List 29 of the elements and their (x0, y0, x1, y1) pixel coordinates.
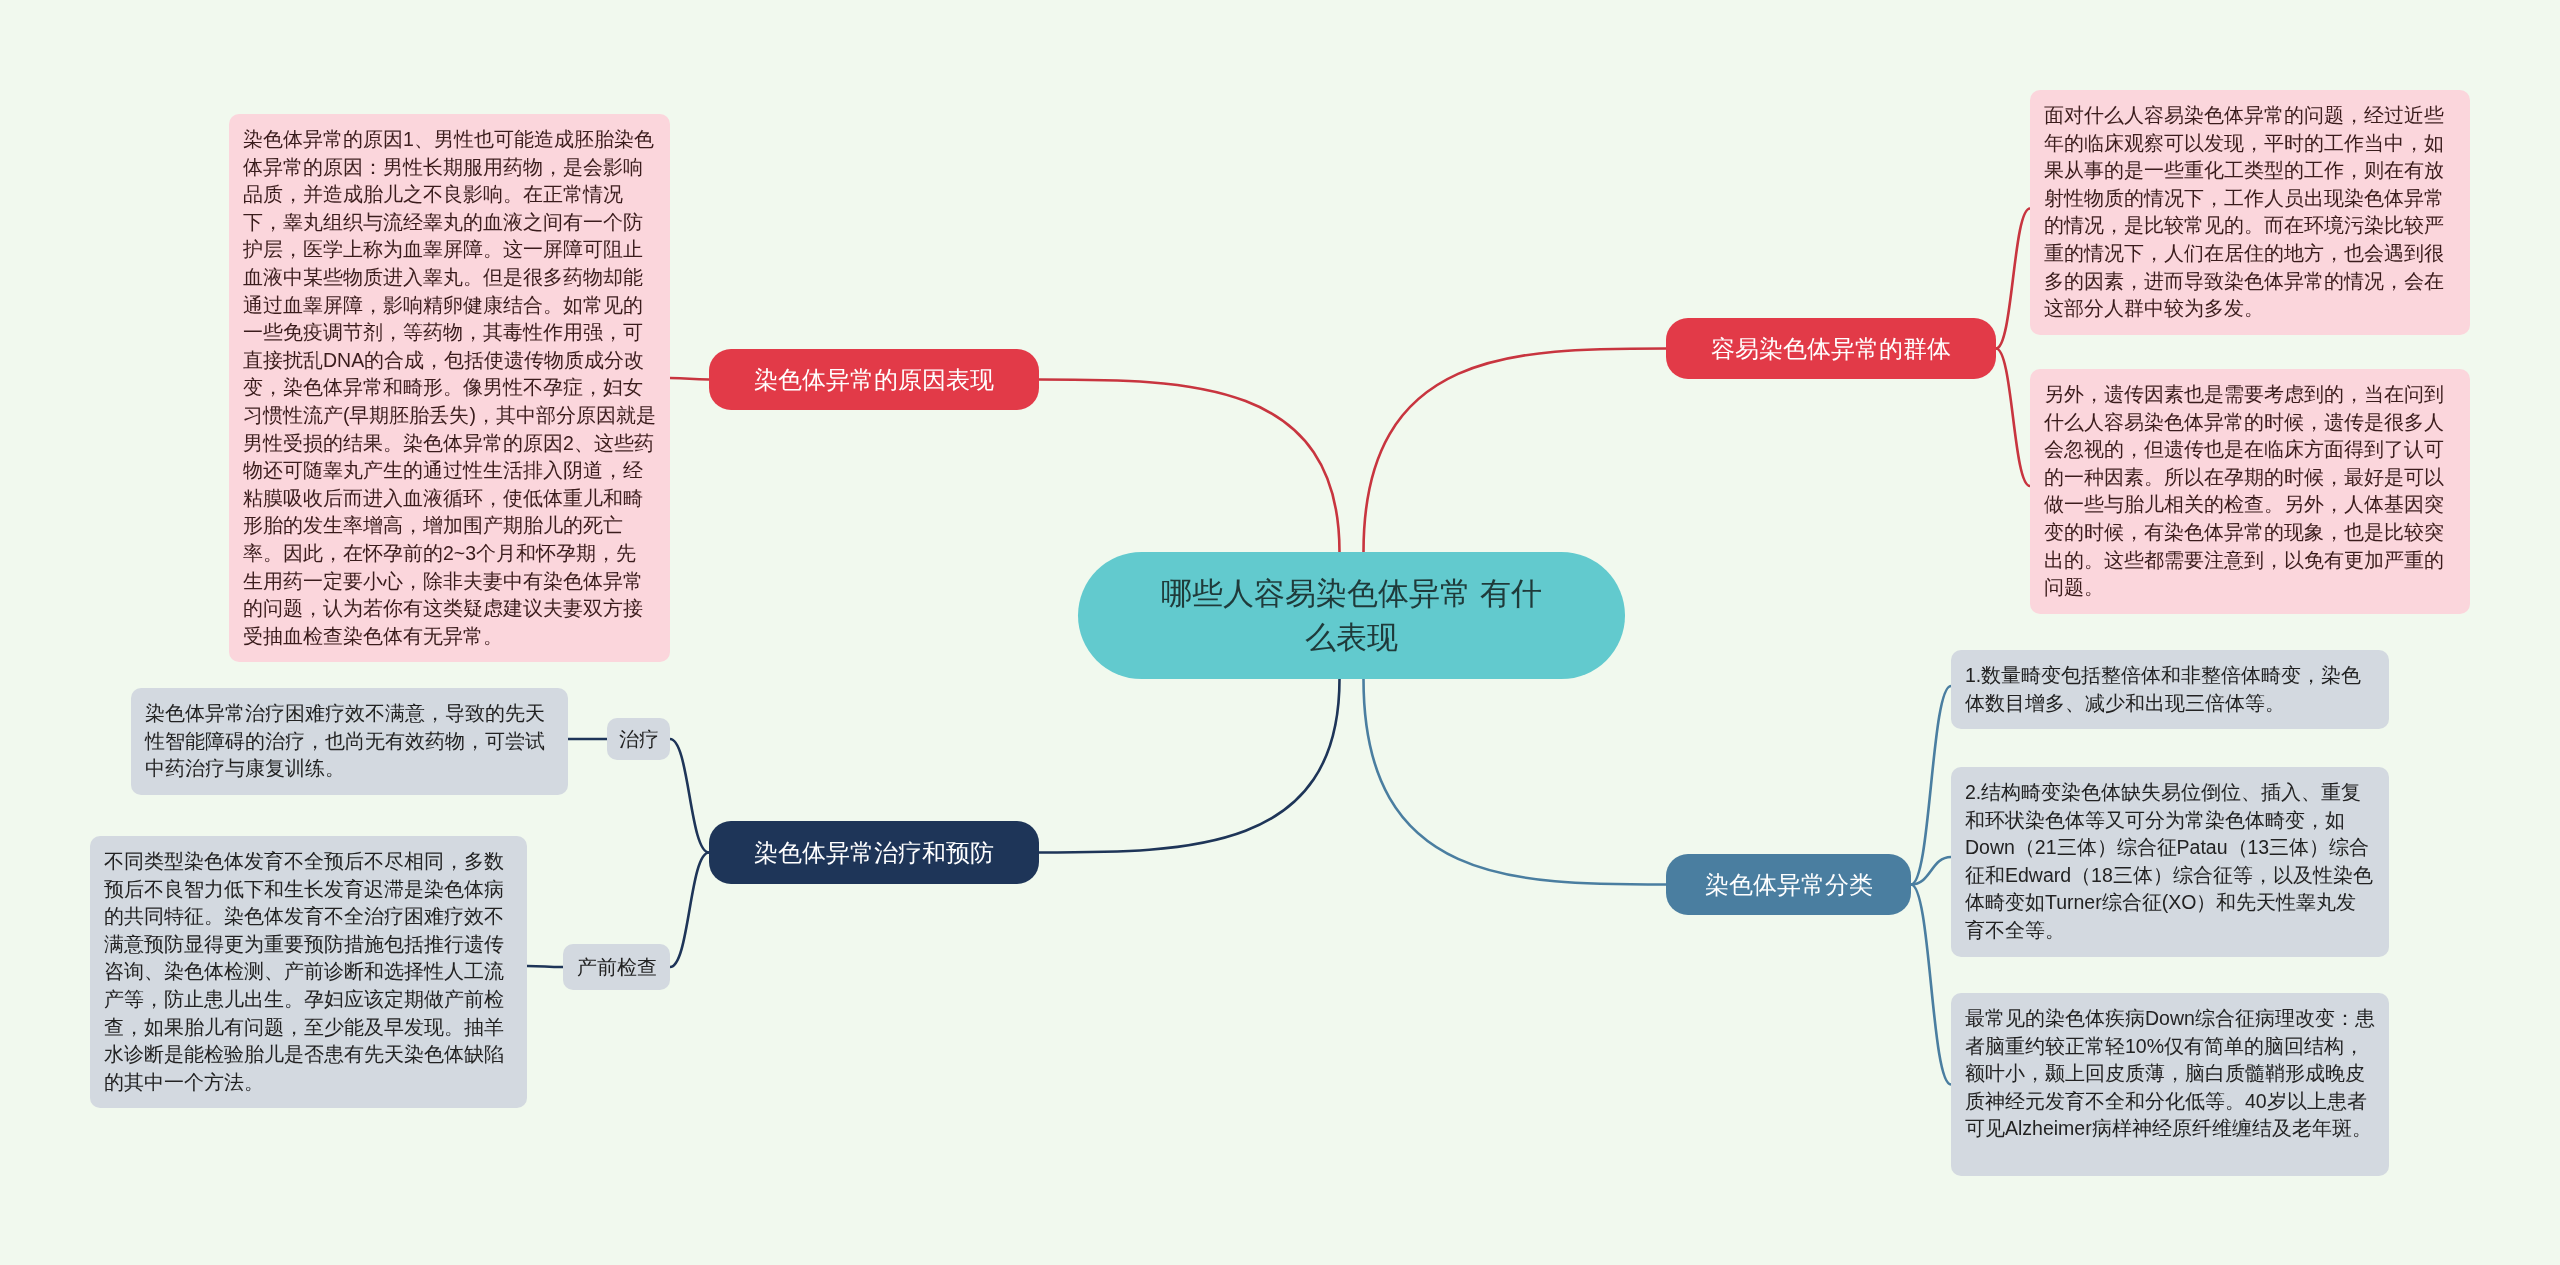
connector-line (670, 376, 709, 381)
connector-line (1039, 378, 1341, 553)
connector-line (1039, 678, 1341, 854)
connector-line (1362, 678, 1666, 886)
note-box: 另外，遗传因素也是需要考虑到的，当在问到什么人容易染色体异常的时候，遗传是很多人会忽视的，但遗传也是在临床方面得到了认可的一种因素。所以在孕期的时候，最好是可以做一些与胎儿相关的检查。另外，人体基因突变的时候，有染色体异常的现象，也是比较突出的。这些都需要注意到，以免有更加严重的问题。 (2030, 369, 2470, 614)
note-box: 最常见的染色体疾病Down综合征病理改变：患者脑重约较正常轻10%仅有简单的脑回结构，额叶小，颞上回皮质薄，脑白质髓鞘形成晚皮质神经元发育不全和分化低等。40岁以上患者可见Alzheimer病样神经原纤维缠结及老年斑。 (1951, 993, 2389, 1176)
subtopic-box: 治疗 (607, 718, 670, 760)
note-box: 不同类型染色体发育不全预后不尽相同，多数预后不良智力低下和生长发育迟滞是染色体病的共同特征。染色体发育不全治疗困难疗效不满意预防显得更为重要预防措施包括推行遗传咨询、染色体检测、产前诊断和选择性人工流产等，防止患儿出生。孕妇应该定期做产前检查，如果胎儿有问题，至少能及早发现。抽羊水诊断是能检验胎儿是否患有先天染色体缺陷的其中一个方法。 (90, 836, 527, 1109)
connector-line (1995, 207, 2031, 350)
connector-line (568, 737, 607, 741)
branch-topic: 容易染色体异常的群体 (1666, 318, 1996, 379)
connector-line (1362, 347, 1666, 553)
connector-line (1995, 347, 2031, 488)
note-box: 2.结构畸变染色体缺失易位倒位、插入、重复和环状染色体等又可分为常染色体畸变，如Down（21三体）综合征Patau（13三体）综合征和Edward（18三体）综合征等，以及性染色体畸变如Turner综合征(XO）和先天性睾丸发育不全等。 (1951, 767, 2389, 957)
note-box: 染色体异常治疗困难疗效不满意，导致的先天性智能障碍的治疗，也尚无有效药物，可尝试中药治疗与康复训练。 (131, 688, 568, 795)
connector-line (1910, 883, 1952, 1086)
note-box: 面对什么人容易染色体异常的问题，经过近些年的临床观察可以发现，平时的工作当中，如果从事的是一些重化工类型的工作，则在有放射性物质的情况下，工作人员出现染色体异常的情况，是比较常见的。而在环境污染比较严重的情况下，人们在居住的地方，也会遇到很多的因素，进而导致染色体异常的情况，会在这部分人群中较为多发。 (2030, 90, 2470, 335)
connector-line (669, 737, 710, 854)
connector-line (527, 964, 563, 969)
note-box: 染色体异常的原因1、男性也可能造成胚胎染色体异常的原因：男性长期服用药物，是会影响品质，并造成胎儿之不良影响。在正常情况下，睾丸组织与流经睾丸的血液之间有一个防护层，医学上称为血睾屏障。这一屏障可阻止血液中某些物质进入睾丸。但是很多药物却能通过血睾屏障，影响精卵健康结合。如常见的一些免疫调节剂，等药物，其毒性作用强，可直接扰乱DNA的合成，包括使遗传物质成分改变，染色体异常和畸形。像男性不孕症，妇女习惯性流产(早期胚胎丢失)，其中部分原因就是男性受损的结果。染色体异常的原因2、这些药物还可随睾丸产生的通过性生活排入阴道，经粘膜吸收后而进入血液循环，使低体重儿和畸形胎的发生率增高，增加围产期胎儿的死亡率。因此，在怀孕前的2~3个月和怀孕期，先生用药一定要小心，除非夫妻中有染色体异常的问题，认为若你有这类疑虑建议夫妻双方接受抽血检查染色体有无异常。 (229, 114, 670, 663)
subtopic-box: 产前检查 (563, 944, 670, 990)
connector-line (1910, 855, 1952, 886)
connector-line (1910, 685, 1952, 886)
branch-topic: 染色体异常治疗和预防 (709, 821, 1039, 884)
note-box: 1.数量畸变包括整倍体和非整倍体畸变，染色体数目增多、减少和出现三倍体等。 (1951, 650, 2389, 730)
connector-line (669, 851, 710, 969)
branch-topic: 染色体异常分类 (1666, 854, 1911, 915)
root-topic: 哪些人容易染色体异常 有什么表现 (1078, 552, 1625, 679)
branch-topic: 染色体异常的原因表现 (709, 349, 1039, 410)
